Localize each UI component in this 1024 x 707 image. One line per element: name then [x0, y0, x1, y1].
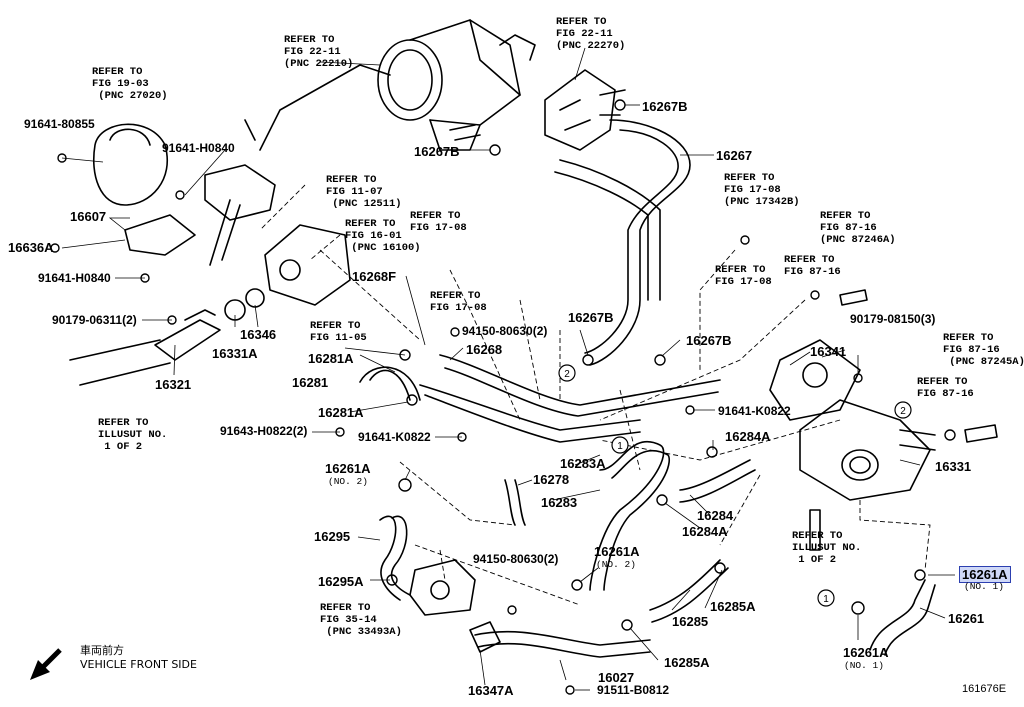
part-91643-h0822[interactable]: 91643-H0822(2) [220, 424, 308, 438]
refer-fig-87-16-c[interactable]: REFER TO FIG 87-16 (PNC 87245A) [943, 332, 1024, 368]
part-16285a-b[interactable]: 16285A [664, 655, 710, 670]
part-91641-k0822-b[interactable]: 91641-K0822 [718, 404, 791, 418]
refer-fig-87-16-d[interactable]: REFER TO FIG 87-16 [917, 376, 974, 400]
dashed-guides [259, 184, 931, 606]
part-94150-80630-a[interactable]: 94150-80630(2) [462, 324, 548, 338]
label-no1-a: (NO. 1) [844, 660, 884, 671]
label-no1-b: (NO. 1) [964, 581, 1004, 592]
part-16636a[interactable]: 16636A [8, 240, 54, 255]
hose-16284 [679, 459, 751, 491]
label-no2-a: (NO. 2) [328, 476, 368, 487]
part-90179-08150[interactable]: 90179-08150(3) [850, 312, 936, 326]
throttle-body [377, 19, 536, 151]
part-16278[interactable]: 16278 [533, 472, 570, 487]
part-16268[interactable]: 16268 [466, 342, 503, 357]
bypass-pipe-16267 [554, 119, 691, 366]
part-90179-06311[interactable]: 90179-06311(2) [52, 313, 137, 327]
part-16346[interactable]: 16346 [240, 327, 277, 342]
vehicle-front-side-jp: 車両前方 [80, 644, 124, 657]
part-16261[interactable]: 16261 [948, 611, 985, 626]
refer-fig-17-08-d[interactable]: REFER TO FIG 17-08 [715, 264, 772, 288]
part-16261a-no1-a[interactable]: 16261A [843, 645, 889, 660]
oil-cooler [409, 559, 476, 616]
part-16261a-no1-highlighted[interactable]: 16261A [959, 566, 1011, 583]
hose-16278 [504, 479, 516, 526]
part-16331[interactable]: 16331 [935, 459, 972, 474]
refer-fig-17-08-b[interactable]: REFER TO FIG 17-08 [430, 290, 487, 314]
manifold-outline [259, 64, 391, 151]
part-91641-k0822-a[interactable]: 91641-K0822 [358, 430, 431, 444]
part-16607[interactable]: 16607 [70, 209, 107, 224]
part-16267b-low2[interactable]: 16267B [686, 333, 732, 348]
callout-1-a: 1 [617, 441, 623, 452]
clamps [386, 99, 956, 631]
callout-1-b: 1 [823, 594, 829, 605]
part-16285[interactable]: 16285 [672, 614, 709, 629]
air-valve [544, 69, 626, 151]
refer-fig-19-03[interactable]: REFER TO FIG 19-03 (PNC 27020) [92, 66, 168, 102]
diagram-code: 161676E [962, 683, 1007, 695]
vehicle-front-side-en: VEHICLE FRONT SIDE [80, 658, 197, 671]
water-outlet [93, 123, 276, 266]
part-16284[interactable]: 16284 [697, 508, 734, 523]
part-94150-80630-b[interactable]: 94150-80630(2) [473, 552, 559, 566]
part-16284a-b[interactable]: 16284A [682, 524, 728, 539]
leader-lines [61, 47, 955, 691]
part-16268f[interactable]: 16268F [352, 269, 397, 284]
part-16341[interactable]: 16341 [810, 344, 847, 359]
water-housing [264, 224, 351, 306]
hose-16261 [869, 579, 926, 651]
part-16261a-no2-b[interactable]: 16261A [594, 544, 640, 559]
part-16027[interactable]: 16027 [598, 670, 635, 685]
front-direction-arrow-icon [30, 648, 62, 680]
callout-2-a: 2 [564, 369, 570, 380]
pipe-16027 [474, 630, 651, 646]
refer-illus-1-of-2-a[interactable]: REFER TO ILLUSUT NO. 1 OF 2 [98, 417, 168, 453]
part-16281a-a[interactable]: 16281A [308, 351, 354, 366]
part-16331a[interactable]: 16331A [212, 346, 258, 361]
part-16295a[interactable]: 16295A [318, 574, 364, 589]
callout-markers: 2 1 2 1 [558, 364, 912, 607]
part-16284a-a[interactable]: 16284A [725, 429, 771, 444]
callout-2-b: 2 [900, 406, 906, 417]
refer-fig-11-07[interactable]: REFER TO FIG 11-07 (PNC 12511) [326, 174, 402, 210]
part-16281a-b[interactable]: 16281A [318, 405, 364, 420]
hose-16281 [369, 369, 411, 401]
refer-fig-35-14[interactable]: REFER TO FIG 35-14 (PNC 33493A) [320, 602, 402, 638]
thermostat-parts [69, 288, 265, 386]
part-16283[interactable]: 16283 [541, 495, 578, 510]
hose-16285 [649, 559, 721, 611]
part-91511-b0812[interactable]: 91511-B0812 [597, 683, 670, 697]
part-16321[interactable]: 16321 [155, 377, 192, 392]
refer-fig-17-08-a[interactable]: REFER TO FIG 17-08 [410, 210, 467, 234]
part-91641-h0840-a[interactable]: 91641-H0840 [162, 141, 235, 155]
part-16283a[interactable]: 16283A [560, 456, 606, 471]
part-16347a[interactable]: 16347A [468, 683, 514, 698]
refer-illus-1-of-2-b[interactable]: REFER TO ILLUSUT NO. 1 OF 2 [792, 530, 862, 566]
refer-fig-16-01[interactable]: REFER TO FIG 16-01 (PNC 16100) [345, 218, 421, 254]
part-16267b-low[interactable]: 16267B [568, 310, 614, 325]
hose-16295 [379, 515, 401, 601]
part-16267b-top[interactable]: 16267B [642, 99, 688, 114]
hose-16283 [589, 441, 665, 591]
part-16281[interactable]: 16281 [292, 375, 329, 390]
part-16267[interactable]: 16267 [716, 148, 753, 163]
refer-fig-17-08-c[interactable]: REFER TO FIG 17-08 (PNC 17342B) [724, 172, 800, 208]
refer-fig-87-16-b[interactable]: REFER TO FIG 87-16 [784, 254, 841, 278]
part-91641-80855[interactable]: 91641-80855 [24, 117, 95, 131]
refer-fig-22-11-b[interactable]: REFER TO FIG 22-11 (PNC 22270) [556, 16, 626, 52]
part-91641-h0840-b[interactable]: 91641-H0840 [38, 271, 111, 285]
pipe-16268 [419, 354, 721, 443]
water-inlet-housing [769, 339, 936, 501]
refer-fig-87-16-a[interactable]: REFER TO FIG 87-16 (PNC 87246A) [820, 210, 896, 246]
part-16267b-mid[interactable]: 16267B [414, 144, 460, 159]
part-16295[interactable]: 16295 [314, 529, 351, 544]
part-16261a-no2-a[interactable]: 16261A [325, 461, 371, 476]
label-no2-b: (NO. 2) [596, 559, 636, 570]
refer-fig-22-11-a[interactable]: REFER TO FIG 22-11 (PNC 22210) [284, 34, 354, 70]
refer-fig-11-05[interactable]: REFER TO FIG 11-05 [310, 320, 367, 344]
part-16285a-a[interactable]: 16285A [710, 599, 756, 614]
